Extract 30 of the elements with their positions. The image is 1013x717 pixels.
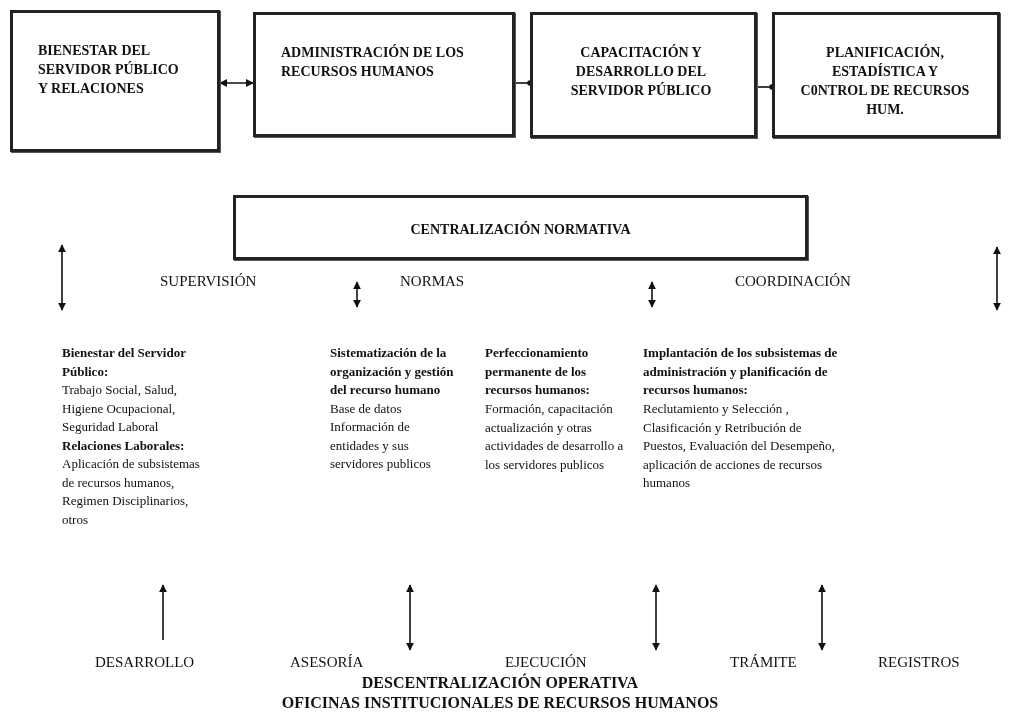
block-heading: Perfeccionamiento permanente de los recursos humanos: [485, 344, 591, 399]
process-box [772, 12, 1000, 138]
section-label: TRÁMITE [730, 653, 797, 672]
block-text: Aplicación de subsistemas de recursos humanos, Regimen Disciplinarios, otros [62, 455, 201, 529]
section-label: ASESORÍA [290, 653, 364, 672]
section-label: REGISTROS [878, 653, 960, 672]
process-box [530, 12, 757, 138]
footer-title: OFICINAS INSTITUCIONALES DE RECURSOS HUMANOS [280, 694, 720, 713]
process-box [253, 12, 515, 137]
box-title: CENTRALIZACIÓN NORMATIVA [409, 220, 632, 239]
box-title: ADMINISTRACIÓN DE LOS RECURSOS HUMANOS [281, 43, 465, 81]
footer-title: DESCENTRALIZACIÓN OPERATIVA [360, 674, 640, 693]
box-title: BIENESTAR DEL SERVIDOR PÚBLICO Y RELACIONES [38, 42, 180, 98]
section-label: COORDINACIÓN [735, 272, 851, 291]
section-label: EJECUCIÓN [505, 653, 587, 672]
block-text: Reclutamiento y Selección , Clasificación y Retribución de Puestos, Evaluación del Desempeño, aplicación de acciones de recursos humanos [643, 400, 836, 492]
section-label: NORMAS [400, 272, 465, 291]
block-text: Trabajo Social, Salud, Higiene Ocupacional, Seguridad Laboral [62, 381, 179, 436]
block-heading: Bienestar del Servidor Público: [62, 344, 187, 381]
block-heading: Implantación de los subsistemas de administración y planificación de recursos humanos: [643, 344, 839, 399]
process-box [10, 10, 220, 152]
section-label: DESARROLLO [95, 653, 195, 672]
block-text: Sistematización de la organización y gestión del recurso humano Base de datos Información de entidades y sus servidores publicos [330, 344, 455, 473]
block-text: Formación, capacitación actualización y otras actividades de desarrollo a los servidores publicos [485, 400, 625, 474]
box-title: PLANIFICACIÓN, ESTADÍSTICA Y C0NTROL DE RECURSOS HUM. [800, 43, 970, 119]
connector [219, 79, 254, 87]
box-title: CAPACITACIÓN Y DESARROLLO DEL SERVIDOR PÚBLICO [569, 43, 713, 100]
process-box [233, 195, 808, 260]
section-label: SUPERVISIÓN [160, 272, 257, 291]
block-heading: Relaciones Laborales: [62, 437, 186, 455]
